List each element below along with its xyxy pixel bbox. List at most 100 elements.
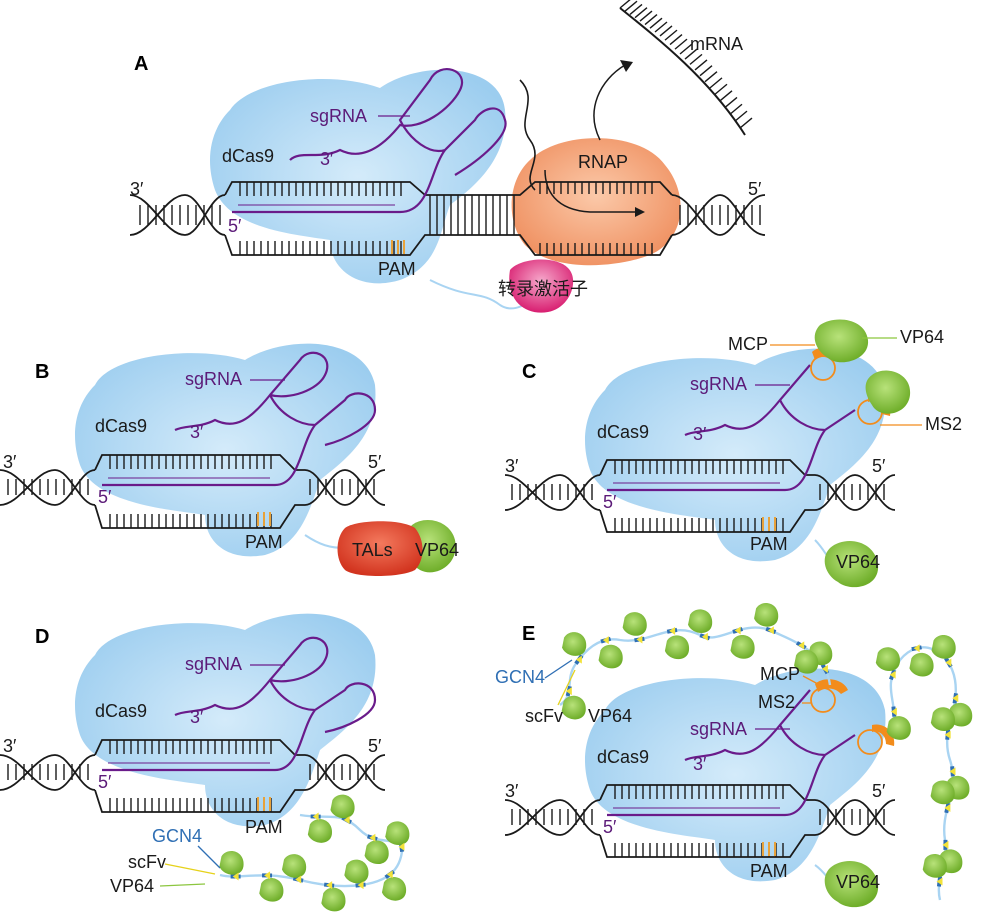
vp64-protein <box>930 707 956 731</box>
sgrna-label: sgRNA <box>690 719 747 739</box>
sgrna-label: sgRNA <box>185 654 242 674</box>
dna-bubble-bottom-strand <box>94 789 305 813</box>
five-prime-label: 5′ <box>603 817 617 837</box>
sgrna-strand <box>102 351 377 487</box>
scfv-antibody <box>565 687 572 696</box>
scfv-antibody <box>264 871 271 880</box>
dcas9-protein <box>585 348 886 562</box>
scfv-antibody <box>295 875 302 884</box>
rnap-polymerase <box>511 138 681 266</box>
scfv-antibody <box>575 655 582 664</box>
pam-site <box>762 842 776 856</box>
three-prime-label: 3′ <box>693 424 707 444</box>
vp64-protein <box>875 647 900 672</box>
gcn4-label: GCN4 <box>495 667 545 687</box>
left-end-label: 3′ <box>505 456 519 476</box>
left-end-label: 3′ <box>505 781 519 801</box>
vp64-key-label: VP64 <box>588 706 632 726</box>
three-prime-label: 3′ <box>693 754 707 774</box>
panel-d-letter: D <box>35 626 49 648</box>
five-prime-label: 5′ <box>98 487 112 507</box>
mrna-arrow <box>593 64 626 141</box>
three-prime-label: 3′ <box>320 149 334 169</box>
activator-label: 转录激活子 <box>498 279 588 299</box>
left-end-label: 3′ <box>3 452 17 472</box>
vp64-protein <box>219 851 244 875</box>
vp64-protein <box>865 370 911 414</box>
five-prime-label: 5′ <box>98 772 112 792</box>
scfv-antibody <box>949 767 956 776</box>
dna-rungs <box>511 460 885 532</box>
scfv-antibody <box>952 694 959 703</box>
scfv-antibody <box>398 842 405 851</box>
dcas9-protein <box>75 613 376 827</box>
sgrna-strand <box>232 68 507 214</box>
dcas9-label: dCas9 <box>95 701 147 721</box>
vp64-protein <box>730 635 755 659</box>
dna-helix-right <box>304 754 386 791</box>
scfv-antibody <box>942 840 949 849</box>
dna-helix-left <box>0 469 96 506</box>
vp64-protein <box>930 780 955 805</box>
vp64-protein <box>598 644 623 669</box>
arrowhead-icon <box>620 60 633 72</box>
tals-protein <box>337 521 423 576</box>
five-prime-label: 5′ <box>603 492 617 512</box>
dna-bubble-bottom-strand <box>599 834 815 858</box>
scfv-antibody <box>889 670 896 679</box>
vp64-protein <box>330 794 355 819</box>
sgrna-label: sgRNA <box>690 374 747 394</box>
scfv-antibody <box>913 644 920 653</box>
vp64-protein <box>562 632 587 656</box>
mcp-label: MCP <box>728 334 768 354</box>
scfv-antibody <box>312 812 319 821</box>
vp64-label: VP64 <box>415 540 459 560</box>
scfv-antibody <box>767 626 774 635</box>
vp64-protein <box>824 861 879 908</box>
sgrna-strand <box>607 364 856 492</box>
scfv-antibody <box>357 881 364 890</box>
vp64-protein <box>922 854 947 878</box>
nascent-rna <box>519 79 536 191</box>
vp64-protein <box>794 649 819 674</box>
pam-site <box>257 797 271 811</box>
vp64-protein <box>688 609 713 634</box>
rnap-label: RNAP <box>578 152 628 172</box>
sgrna-label: sgRNA <box>310 106 367 126</box>
ms2-label: MS2 <box>758 692 795 712</box>
mrna-strand <box>619 7 746 136</box>
vp64-protein <box>307 819 333 843</box>
panel-c-letter: C <box>522 361 536 383</box>
scfv-antibody <box>944 803 951 812</box>
panel-e-letter: E <box>522 623 535 645</box>
dna-bubble-top-strand <box>94 454 305 471</box>
scfv-antibody <box>701 632 708 641</box>
vp64-protein <box>381 876 407 901</box>
scfv-antibody <box>669 626 676 635</box>
suntag-array <box>561 602 973 887</box>
arrowhead-icon <box>635 207 645 217</box>
pam-site <box>257 512 271 526</box>
sgrna-label: sgRNA <box>185 369 242 389</box>
right-end-label: 5′ <box>368 736 382 756</box>
vp64-protein <box>561 695 586 720</box>
dna-bubble-top-strand <box>599 784 815 801</box>
scfv-antibody <box>821 664 828 673</box>
dna-bubble-top-strand <box>94 739 305 756</box>
vp64-bottom-label: VP64 <box>836 872 880 892</box>
panel-b-letter: B <box>35 361 49 383</box>
vp64-protein <box>321 887 346 912</box>
vp64-protein <box>754 602 779 627</box>
suntag-array <box>219 794 410 912</box>
pam-label: PAM <box>245 532 283 552</box>
mcp-label: MCP <box>760 664 800 684</box>
right-end-label: 5′ <box>368 452 382 472</box>
dcas9-label: dCas9 <box>597 747 649 767</box>
dcas9-protein <box>585 668 886 882</box>
vp64-protein <box>814 319 869 363</box>
pam-site <box>762 517 776 531</box>
scfv-label: scFv <box>525 706 563 726</box>
dna-helix-left <box>0 754 96 791</box>
pam-label: PAM <box>750 534 788 554</box>
